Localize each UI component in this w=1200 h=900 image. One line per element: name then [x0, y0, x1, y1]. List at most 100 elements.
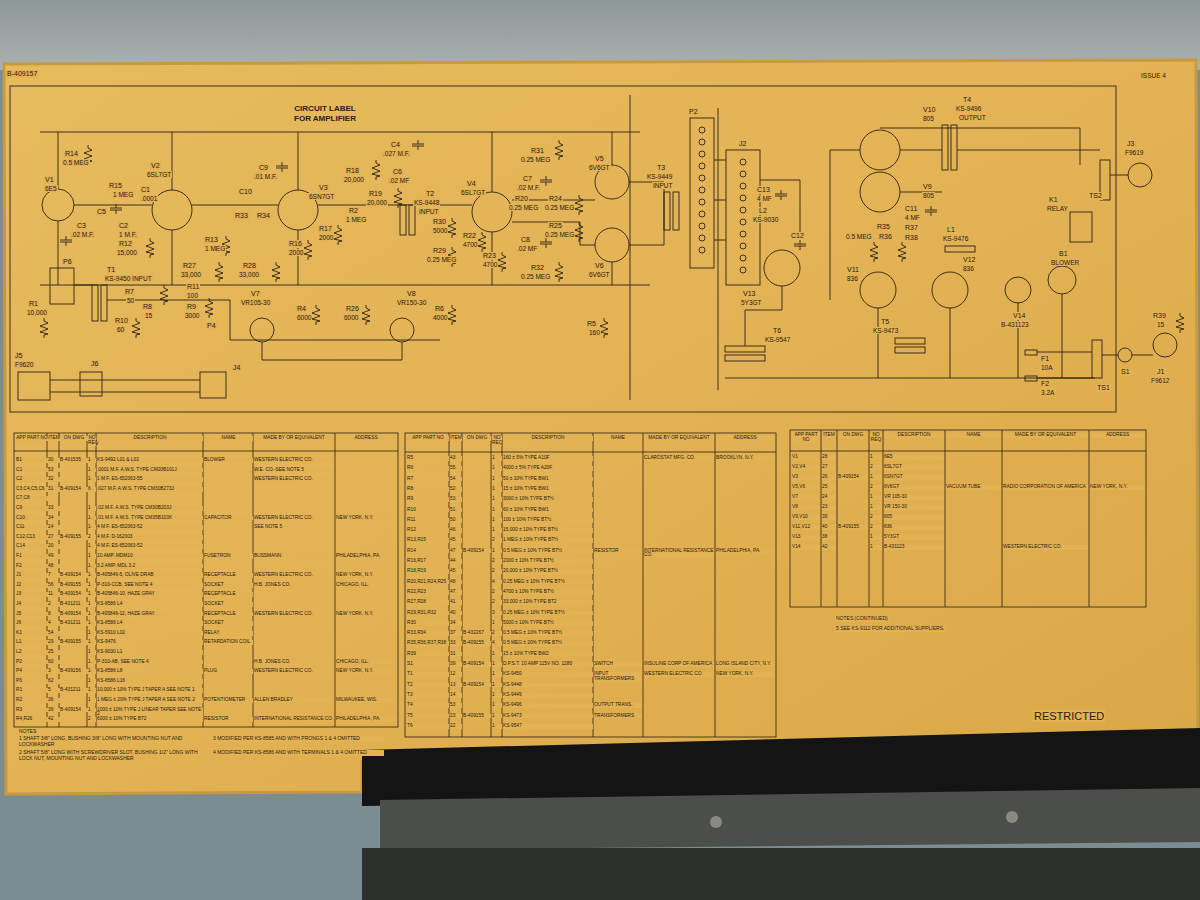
schematic-wiring-part	[740, 183, 746, 189]
part-ref: V2	[150, 162, 161, 170]
table-header: APP PART NO	[407, 436, 449, 441]
part-value: 15	[144, 312, 153, 319]
schematic-wiring-part	[390, 318, 414, 342]
table-cell: B-409155	[838, 525, 868, 530]
table-cell: KS-8586 L4	[97, 602, 203, 607]
table-cell: 5Y3GT	[884, 535, 944, 540]
table-cell: RECEPTACLE	[204, 573, 253, 578]
table-cell: C10	[16, 516, 48, 521]
part-ref: T4	[962, 96, 972, 104]
schematic-wiring-part	[600, 318, 608, 338]
table-cell: C14	[16, 544, 48, 549]
table-cell: 53	[450, 497, 462, 502]
table-cell: VACUUM TUBE	[946, 485, 1001, 490]
table-cell: KS-9450	[503, 672, 593, 677]
table-cell: RADIO CORPORATION OF AMERICA	[1003, 485, 1088, 490]
part-ref: R39	[1152, 312, 1167, 320]
table-cell: F2	[16, 564, 48, 569]
schematic-wiring-part	[1037, 352, 1153, 378]
schematic-wiring-part	[540, 238, 552, 248]
table-cell: 1	[88, 602, 96, 607]
part-ref: V1	[44, 176, 55, 184]
part-ref: R32	[530, 264, 545, 272]
schematic-wiring-part	[794, 240, 806, 250]
part-ref: J5	[14, 352, 23, 360]
table-cell: 4 M.F. ES-652063-52	[97, 525, 203, 530]
schematic-wiring-part	[1092, 340, 1102, 378]
part-ref: R35	[876, 223, 891, 231]
schematic-wiring-part	[725, 355, 765, 361]
part-value: 60	[116, 326, 125, 333]
part-value: 4 MF	[904, 214, 921, 221]
table-cell: 1	[88, 564, 96, 569]
table-cell: 29	[48, 640, 60, 645]
part-ref: S1	[1120, 368, 1131, 376]
table-cell: B1	[16, 458, 48, 463]
table-cell: V7	[792, 495, 820, 500]
table-cell: 1	[88, 688, 96, 693]
table-cell: OUTPUT TRANS.	[594, 703, 642, 708]
table-cell: 45	[450, 538, 462, 543]
table-cell: V3	[792, 475, 820, 480]
table-cell: 6SL7GT	[884, 465, 944, 470]
table-header: APP PART NO	[16, 436, 48, 441]
table-cell: INSULINE CORP OF AMERICA	[644, 662, 714, 667]
part-value: 6E5	[44, 185, 58, 192]
note-text: 1 SHAFT 3/8" LONG, BUSHING 3/8" LONG WIT…	[18, 736, 200, 747]
table-cell: 1	[870, 495, 882, 500]
table-cell: RETARDATION COIL	[204, 640, 253, 645]
table-cell: 1	[492, 466, 502, 471]
table-cell: R35,R36,R37,R38	[407, 641, 449, 646]
part-value: .02 MF	[388, 177, 410, 184]
schematic-wiring-part	[575, 195, 583, 215]
table-header: NO REQ	[88, 436, 96, 446]
table-cell: 42	[822, 545, 836, 550]
part-ref: R11	[186, 283, 200, 291]
table-cell: R6	[407, 466, 449, 471]
table-cell: V2,V4	[792, 465, 820, 470]
part-ref: V8	[406, 290, 417, 298]
schematic-wiring-part	[334, 225, 342, 245]
table-cell: R7	[407, 477, 449, 482]
table-cell: 1	[88, 631, 96, 636]
schematic-wiring-part	[740, 231, 746, 237]
table-cell: B-432267	[463, 631, 491, 636]
schematic-wiring-part	[1048, 266, 1076, 294]
table-cell: 8	[48, 612, 60, 617]
parts-table-grid-part	[790, 430, 1146, 607]
table-cell: T3	[407, 693, 449, 698]
table-cell: 53	[450, 703, 462, 708]
schematic-wiring-part	[58, 221, 612, 285]
part-value: .027 M.F.	[382, 150, 411, 157]
table-cell: V11,V12	[792, 525, 820, 530]
table-cell: KS-9449	[503, 693, 593, 698]
schematic-wiring-part	[699, 151, 705, 157]
table-header: ON DWG	[60, 436, 88, 441]
table-cell: PHILADELPHIA, PA.	[336, 717, 396, 722]
table-cell: 1	[88, 516, 96, 521]
schematic-wiring-part	[40, 132, 650, 285]
part-value: B-431123	[1000, 321, 1030, 328]
schematic-wiring-part	[101, 285, 107, 321]
table-cell: 33	[450, 641, 462, 646]
table-cell: 28	[822, 455, 836, 460]
part-ref: R14	[64, 150, 79, 158]
table-cell: INPUT TRANSFORMERS	[594, 672, 642, 682]
schematic-wiring-part	[945, 246, 975, 252]
table-cell: 1	[870, 545, 882, 550]
table-cell: 5	[48, 688, 60, 693]
part-ref: R1	[28, 300, 39, 308]
table-cell: 7	[48, 573, 60, 578]
part-value: 33,000	[238, 271, 260, 278]
table-cell: P-310-CCB, SEE NOTE 4	[97, 583, 203, 588]
table-header: NAME	[204, 436, 253, 441]
part-ref: R12	[118, 240, 133, 248]
table-cell: 2	[492, 600, 502, 605]
table-cell: NEW YORK, N.Y.	[336, 573, 396, 578]
part-value: .02 MF	[516, 245, 538, 252]
part-value: 0.25 MEG	[520, 156, 551, 163]
table-cell: 2	[88, 717, 96, 722]
part-ref: L2	[758, 207, 768, 215]
schematic-wiring-part	[555, 140, 563, 160]
table-cell: 1	[88, 468, 96, 473]
